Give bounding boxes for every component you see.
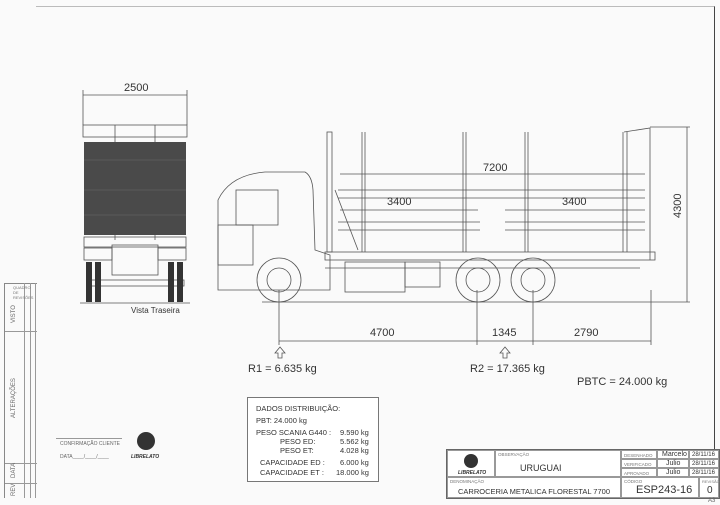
total-length-dimension: 7200 (483, 162, 508, 174)
alteracoes-label: ALTERAÇÕES (11, 378, 17, 418)
approval-date-0: 28/11/16 (692, 452, 715, 458)
client-confirmation-label: CONFIRMAÇÃO CLIENTE (60, 441, 121, 447)
data-label: DATA (11, 462, 17, 478)
revision-strip: QUADRO DE REVISÕES VISTO ALTERAÇÕES DATA… (4, 283, 37, 498)
rear-mesh (84, 142, 186, 235)
client-brand: LIBRELATO (131, 454, 160, 460)
tb-observacao: URUGUAI (520, 463, 562, 473)
pbtc-total: PBTC = 24.000 kg (577, 376, 668, 388)
axle-spacing-3: 2790 (574, 327, 599, 339)
approval-role-0: DESENHADO (624, 453, 653, 458)
approval-date-1: 28/11/16 (692, 461, 715, 467)
axle-spacing-1: 4700 (370, 327, 395, 339)
tb-denominacao-cell: DENOMINAÇÃO CARROCERIA METALICA FLORESTA… (447, 477, 621, 498)
tb-revisao: 0 (707, 485, 713, 496)
approval-name-1: Julio (666, 460, 681, 467)
dist-value-3: 6.000 kg (340, 458, 369, 467)
axle-spacing-2: 1345 (492, 327, 517, 339)
tb-codigo-cell: CÓDIGO ESP243-16 (621, 477, 699, 498)
tb-denominacao: CARROCERIA METALICA FLORESTAL 7700 (458, 487, 610, 496)
visto-label: VISTO (11, 305, 17, 323)
sheet-size: A3 (708, 498, 716, 504)
rev-label: REV (11, 483, 17, 496)
dist-label-2: PESO ET: (280, 446, 314, 455)
dist-label-3: CAPACIDADE ED : (260, 458, 325, 467)
revision-header: QUADRO DE REVISÕES (13, 285, 34, 300)
height-dimension: 4300 (672, 193, 684, 218)
dist-label-0: PESO SCANIA G440 : (256, 428, 332, 437)
drawing-frame (36, 6, 715, 499)
reaction-r1: R1 = 6.635 kg (248, 363, 317, 375)
tb-brand: LIBRELATO (458, 470, 487, 476)
dist-value-4: 18.000 kg (336, 468, 369, 477)
dist-label-4: CAPACIDADE ET : (260, 468, 324, 477)
distribution-data-box: DADOS DISTRIBUIÇÃO: PBT: 24.000 kg PESO … (247, 397, 379, 482)
dist-value-0: 9.590 kg (340, 428, 369, 437)
approval-role-1: VERIFICADO (624, 462, 652, 467)
tb-logo-cell: LIBRELATO (447, 450, 495, 477)
approval-role-2: APROVADO (624, 471, 650, 476)
distribution-title: DADOS DISTRIBUIÇÃO: (256, 404, 341, 413)
rear-view-caption: Vista Traseira (131, 306, 180, 315)
pbt-value: PBT: 24.000 kg (256, 416, 307, 425)
tb-revisao-cell: REVISÃO 0 (699, 477, 720, 498)
tb-codigo: ESP243-16 (636, 484, 693, 496)
dist-label-1: PESO ED: (280, 437, 316, 446)
rear-bay-dimension: 3400 (562, 196, 587, 208)
tb-observacao-cell: OBSERVAÇÃO URUGUAI (495, 450, 621, 477)
librelato-logo-icon (464, 454, 478, 468)
approval-name-2: Julio (666, 469, 681, 476)
librelato-logo-icon (137, 432, 155, 450)
dist-value-1: 5.562 kg (340, 437, 369, 446)
approval-date-2: 28/11/16 (692, 470, 715, 476)
confirmation-line (56, 438, 122, 439)
dist-value-2: 4.028 kg (340, 446, 369, 455)
reaction-r2: R2 = 17.365 kg (470, 363, 545, 375)
rear-width-dimension: 2500 (124, 82, 149, 94)
client-date-field: DATA____/____/____ (60, 454, 109, 460)
front-bay-dimension: 3400 (387, 196, 412, 208)
approval-name-0: Marcelo (662, 451, 687, 458)
title-block: LIBRELATO OBSERVAÇÃO URUGUAI DENOMINAÇÃO… (446, 449, 720, 499)
